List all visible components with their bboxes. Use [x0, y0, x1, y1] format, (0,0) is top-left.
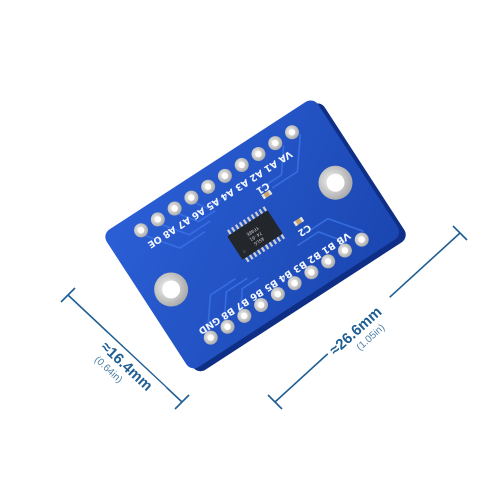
chip-leg [242, 219, 248, 225]
chip-leg [264, 244, 270, 250]
pad-b-2 [220, 319, 235, 334]
dimension-width [60, 287, 190, 410]
chip-leg [276, 236, 282, 242]
chip-leg [268, 241, 274, 248]
chip-leg [252, 251, 258, 258]
pad-a-8 [251, 147, 266, 162]
pad-a-10 [285, 125, 300, 140]
dimension-width-line [67, 294, 183, 403]
chip-leg [245, 256, 250, 263]
ic-chip: YF08E 74-01 ASLG [227, 206, 286, 263]
chip-leg [248, 254, 254, 260]
pad-b-7 [304, 265, 319, 280]
chip-leg [227, 229, 232, 235]
chip-leg [246, 216, 252, 222]
pad-a-7 [234, 157, 249, 172]
pad-a-3 [167, 201, 182, 216]
pad-b-3 [237, 308, 252, 323]
chip-marking-3: ASLG [252, 235, 265, 246]
chip-leg [280, 233, 286, 240]
pcb-board: VA A1 A2 A3 A4 A5 A6 A7 A8 OE VB B1 B2 B… [105, 100, 406, 372]
pad-a-4 [184, 190, 199, 205]
chip-leg [250, 213, 256, 220]
pad-b-4 [254, 297, 269, 312]
pcb-traces [144, 133, 364, 333]
mounting-hole-left [154, 272, 189, 307]
pad-b-8 [321, 254, 336, 269]
dimension-width-text: ≈16.4mm (0.64in) [84, 333, 167, 413]
chip-leg [258, 208, 264, 215]
chip-leg [260, 246, 266, 253]
chip-leg [254, 211, 260, 217]
dimension-length-tick-start [267, 394, 283, 410]
chip-leg [256, 249, 262, 255]
pad-b-5 [270, 287, 285, 302]
chip-leg [272, 239, 278, 245]
dimension-width-tick-start [60, 287, 76, 303]
pad-a-2 [150, 212, 165, 227]
mounting-hole-right [318, 165, 353, 200]
pad-b-1 [203, 330, 218, 345]
chip-leg [262, 206, 268, 212]
dimension-length-text: ≈26.6mm (1.05in) [321, 290, 407, 373]
chip-leg [238, 221, 244, 228]
pad-a-6 [217, 168, 232, 183]
pad-b-10 [354, 232, 369, 247]
pad-b-9 [337, 243, 352, 258]
chip-leg [234, 224, 240, 230]
pad-a-5 [201, 179, 216, 194]
pin-row-b [203, 232, 369, 345]
dimension-length-tick-end [452, 225, 468, 241]
chip-leg [230, 226, 236, 233]
pin-row-a [134, 125, 300, 238]
pad-a-9 [268, 136, 283, 151]
pad-a-1 [134, 223, 149, 238]
pad-b-6 [287, 276, 302, 291]
dimension-width-tick-end [174, 394, 190, 410]
